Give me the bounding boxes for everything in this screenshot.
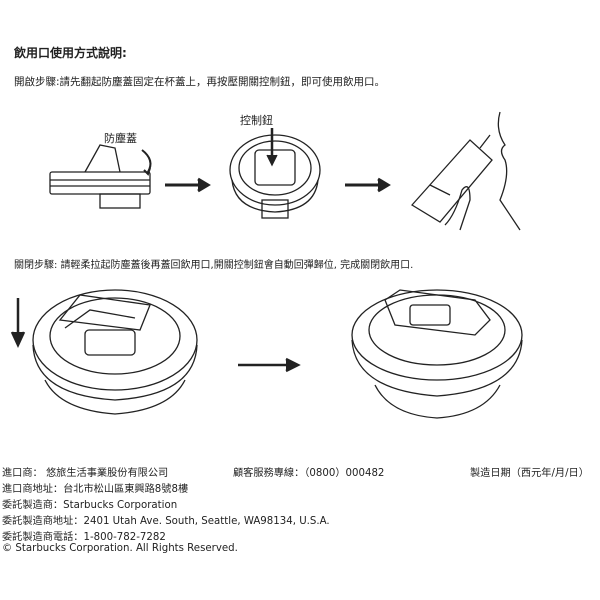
person-drinking-illustration bbox=[410, 111, 521, 231]
arrow-right-icon bbox=[345, 177, 391, 193]
importer: 進口商： 悠旅生活事業股份有限公司 bbox=[2, 468, 169, 479]
arrow-right-icon bbox=[165, 177, 211, 193]
lid-closed-illustration bbox=[351, 289, 523, 419]
copyright: © Starbucks Corporation. All Rights Rese… bbox=[2, 543, 238, 554]
customer-hotline: 顧客服務專線：（0800）000482 bbox=[233, 468, 385, 479]
open-steps: 開啟步驟:請先翻起防塵蓋固定在杯蓋上，再按壓開關控制鈕，即可使用飲用口。 bbox=[14, 76, 386, 88]
importer-address: 進口商地址：台北市松山區東興路8號8樓 bbox=[2, 484, 189, 495]
close-steps: 關閉步驟: 請輕柔拉起防塵蓋後再蓋回飲用口,開關控制鈕會自動回彈歸位, 完成關閉… bbox=[14, 260, 414, 271]
dust-cover-label: 防塵蓋 bbox=[104, 132, 137, 145]
manufacturer-address: 委託製造商地址：2401 Utah Ave. South, Seattle, W… bbox=[2, 516, 330, 527]
lid-side-illustration bbox=[49, 144, 152, 209]
manufacture-date: 製造日期（西元年/月/日） bbox=[470, 468, 589, 479]
manufacturer-phone: 委託製造商電話：1-800-782-7282 bbox=[2, 532, 166, 543]
manufacturer: 委託製造商：Starbucks Corporation bbox=[2, 500, 178, 511]
lid-open-illustration bbox=[32, 289, 198, 415]
arrow-down-icon bbox=[10, 298, 26, 348]
control-button-label: 控制鈕 bbox=[240, 114, 273, 127]
arrow-right-icon bbox=[238, 357, 301, 373]
page-title: 飲用口使用方式說明: bbox=[14, 46, 127, 60]
lid-top-illustration bbox=[229, 128, 321, 219]
